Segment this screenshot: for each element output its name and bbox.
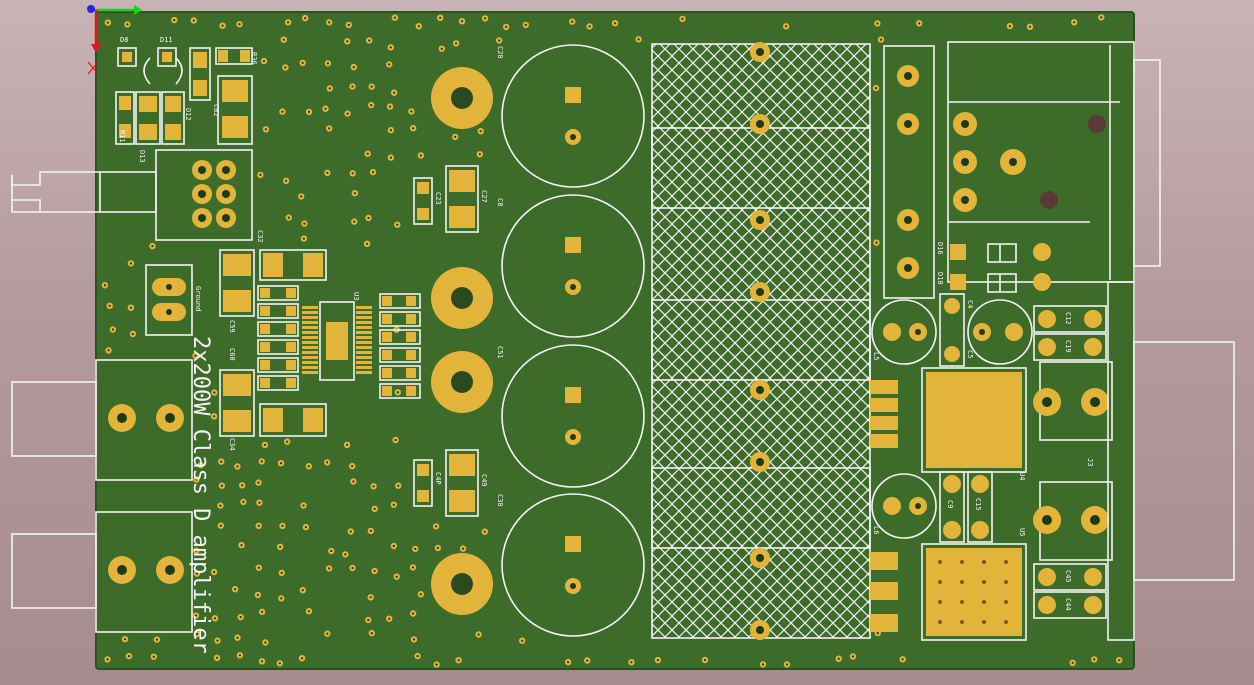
label-c45: C45 xyxy=(1064,570,1072,583)
board-title: 2x200W Class D amplifier xyxy=(188,336,213,654)
label-ground: Ground xyxy=(194,286,202,311)
label-c28: C28 xyxy=(496,46,504,59)
designator-labels: D8 D11 R36 C62 R11 D12 D13 Ground C32 C5… xyxy=(118,36,1094,611)
label-c5: C5 xyxy=(966,350,974,358)
label-c4: C4 xyxy=(966,300,974,308)
label-d8: D8 xyxy=(120,36,128,44)
label-c15: C15 xyxy=(974,498,982,511)
label-c9: C9 xyxy=(946,500,954,508)
label-u4: U4 xyxy=(1018,472,1026,480)
label-d13: D13 xyxy=(138,150,146,163)
label-r36: R36 xyxy=(250,52,258,65)
label-j3: J3 xyxy=(1086,458,1094,466)
label-d10: D10 xyxy=(936,272,944,285)
label-c34: C34 xyxy=(228,438,236,451)
label-d12: D12 xyxy=(184,108,192,121)
label-c44: C44 xyxy=(1064,598,1072,611)
label-c19: C19 xyxy=(1064,340,1072,353)
top-left-parts xyxy=(99,47,253,336)
label-c4p: C4P xyxy=(434,472,442,485)
label-l5: L5 xyxy=(872,352,880,360)
label-c49: C49 xyxy=(480,474,488,487)
label-c8: C8 xyxy=(496,198,504,206)
label-c27: C27 xyxy=(480,190,488,203)
right-parts xyxy=(870,41,1135,641)
label-l6: L6 xyxy=(872,526,880,534)
via-field xyxy=(101,14,1123,668)
label-r11: R11 xyxy=(118,130,126,143)
capacitor-bank xyxy=(431,44,645,637)
label-c23: C23 xyxy=(434,192,442,205)
left-jacks xyxy=(95,359,193,633)
label-c38: C38 xyxy=(496,494,504,507)
smd-cluster xyxy=(219,165,479,517)
label-c59: C59 xyxy=(228,320,236,333)
label-d16: D16 xyxy=(936,242,944,255)
heatsink-area xyxy=(651,42,871,640)
label-d11: D11 xyxy=(160,36,173,44)
label-c60: C60 xyxy=(228,348,236,361)
axis-origin-icon xyxy=(87,5,142,75)
label-u5: U5 xyxy=(1018,528,1026,536)
label-u3: U3 xyxy=(352,292,360,300)
label-c32: C32 xyxy=(256,230,264,243)
label-c12: C12 xyxy=(1064,312,1072,325)
label-c62: C62 xyxy=(212,104,220,117)
label-c51: C51 xyxy=(496,346,504,359)
